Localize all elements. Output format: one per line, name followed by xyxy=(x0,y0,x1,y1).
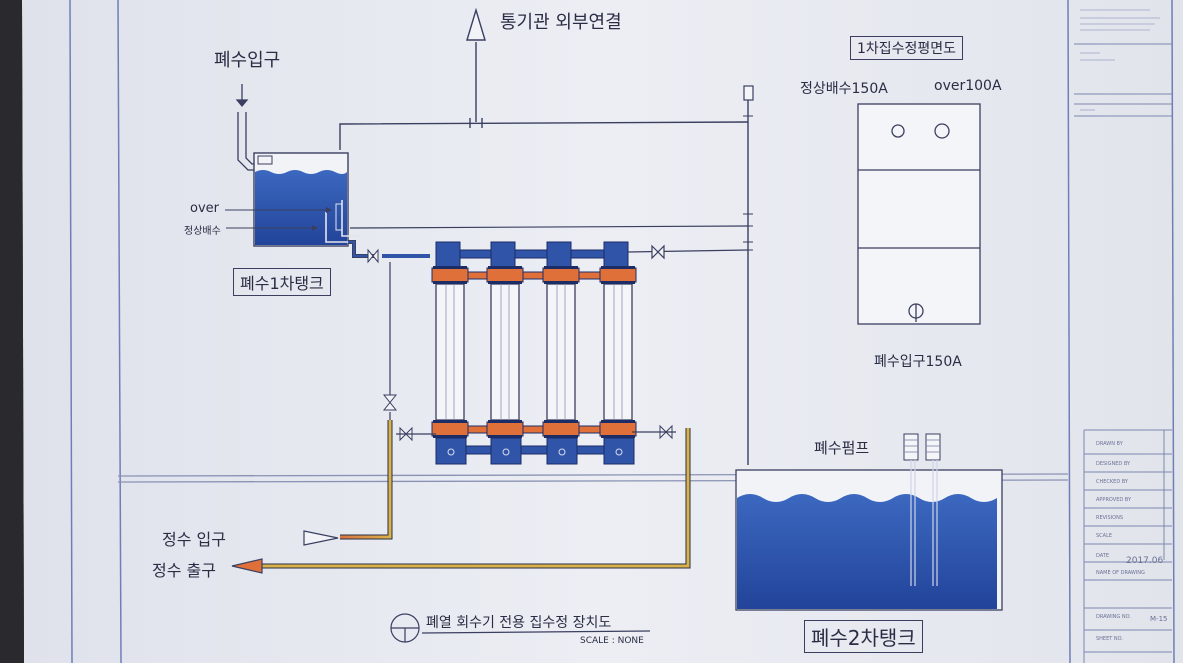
normal-drain-label: 정상배수 xyxy=(184,226,221,237)
tank2-water xyxy=(737,494,997,609)
plan-view xyxy=(857,103,981,325)
exchanger-1 xyxy=(431,241,469,465)
heat-exchangers xyxy=(431,241,637,465)
title-block-date: 2017.06 xyxy=(1126,556,1164,566)
title-block-field-checked: CHECKED BY xyxy=(1096,479,1128,485)
tank2-label: 폐수2차탱크 xyxy=(804,620,923,653)
clean-water-outlet-pipe xyxy=(231,428,691,574)
title-block xyxy=(1074,43,1172,663)
title-block-field-sheet-no: SHEET NO. xyxy=(1096,636,1123,642)
clean-out-label: 정수 출구 xyxy=(152,561,216,580)
exchanger-3 xyxy=(542,241,580,465)
plan-over-label: over100A xyxy=(934,78,1002,94)
scale-label: SCALE : NONE xyxy=(580,636,644,646)
plan-title-label: 1차집수정평면도 xyxy=(850,36,964,60)
plan-inlet-label: 폐수입구150A xyxy=(874,354,962,370)
title-symbol xyxy=(390,613,651,643)
tank1-float xyxy=(257,155,273,165)
title-block-field-drawing-no: DRAWING NO. xyxy=(1096,614,1131,620)
title-block-field-revisions: REVISIONS xyxy=(1096,515,1124,521)
title-block-field-name: NAME OF DRAWING xyxy=(1096,570,1145,576)
title-block-sheet: M-15 xyxy=(1150,615,1168,623)
tank1-water xyxy=(255,170,347,245)
title-block-field-designed: DESIGNED BY xyxy=(1096,461,1131,467)
plan-drain-label: 정상배수150A xyxy=(800,81,888,97)
drawing-title-label: 폐열 회수기 전용 집수정 장치도 xyxy=(426,615,612,631)
exchanger-2 xyxy=(486,241,524,465)
exchanger-flanges xyxy=(433,266,635,438)
exchanger-4 xyxy=(599,241,637,465)
pump-units xyxy=(903,433,941,586)
over-label: over xyxy=(190,201,219,216)
vent-cap xyxy=(743,85,754,101)
title-block-field-approved: APPROVED BY xyxy=(1096,497,1132,503)
inlet-label: 폐수입구 xyxy=(214,50,281,71)
bottom-lines xyxy=(389,412,676,435)
title-block-scribbles xyxy=(1080,9,1160,111)
overflow-line xyxy=(349,225,749,229)
drawing-border xyxy=(69,0,1175,663)
vent-pipe xyxy=(339,7,749,465)
tank1-label: 폐수1차탱크 xyxy=(233,268,331,296)
tank1-leader-lines xyxy=(225,209,326,229)
clean-in-label: 정수 입구 xyxy=(162,530,226,549)
title-block-field-drawn: DRAWN BY xyxy=(1096,441,1123,447)
dark-left-edge xyxy=(0,0,24,663)
feed-pipe xyxy=(348,240,430,395)
title-block-field-date: DATE xyxy=(1096,553,1110,559)
vent-label: 통기관 외부연결 xyxy=(500,12,622,33)
clean-water-inlet-pipe xyxy=(303,420,393,546)
tank1-over-box xyxy=(335,203,343,231)
title-block-field-scale: SCALE xyxy=(1096,533,1113,539)
valve-feed xyxy=(367,248,379,264)
exchanger-connectors xyxy=(459,249,605,455)
pump-label: 폐수펌프 xyxy=(814,439,870,457)
exchanger-outlet xyxy=(627,244,749,260)
